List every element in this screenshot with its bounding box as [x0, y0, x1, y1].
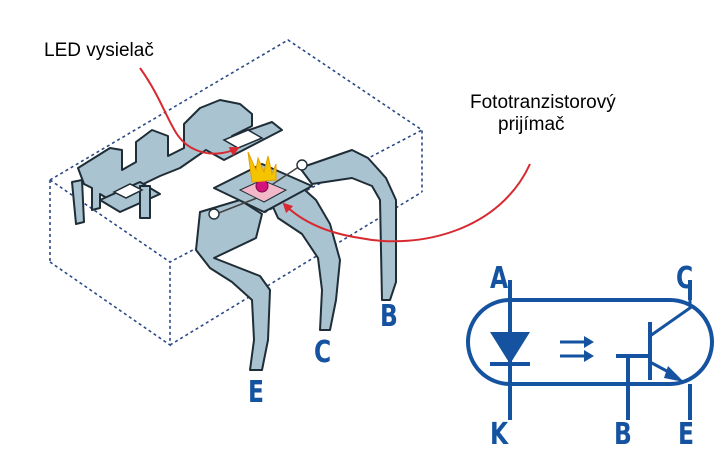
bond-pad-left	[208, 208, 220, 220]
emitter-arrow-icon	[664, 366, 684, 382]
symbol-envelope	[466, 298, 714, 386]
light-arrow-icon	[584, 350, 594, 362]
led-pointer-arrow	[139, 67, 240, 157]
light-arrow-icon	[584, 336, 594, 348]
phototransistor-lead-frame	[195, 149, 397, 371]
package-pin-e: E	[248, 375, 264, 410]
package-outline	[49, 39, 423, 347]
bond-pad-right	[296, 159, 308, 171]
led-emitter-label: LED vysielač	[44, 40, 154, 61]
led-pad-hole	[112, 183, 144, 199]
symbol-pin-collector: C	[676, 261, 694, 296]
phototransistor-label-line1: Fototranzistorový	[470, 92, 616, 113]
package-pin-b: B	[380, 299, 398, 334]
symbol-pin-cathode: K	[490, 417, 509, 452]
phototransistor-pointer-arrow	[282, 163, 531, 243]
phototransistor-label-line2: prijímač	[498, 114, 565, 135]
diode-triangle-icon	[490, 332, 530, 364]
led-lead-frame	[71, 99, 283, 225]
package-pin-c: C	[314, 335, 332, 370]
led-die-pad	[222, 129, 264, 149]
symbol-pin-emitter: E	[678, 417, 694, 452]
symbol-pin-base: B	[614, 417, 632, 452]
symbol-pin-anode: A	[490, 261, 509, 296]
light-emission-icon	[247, 151, 277, 183]
